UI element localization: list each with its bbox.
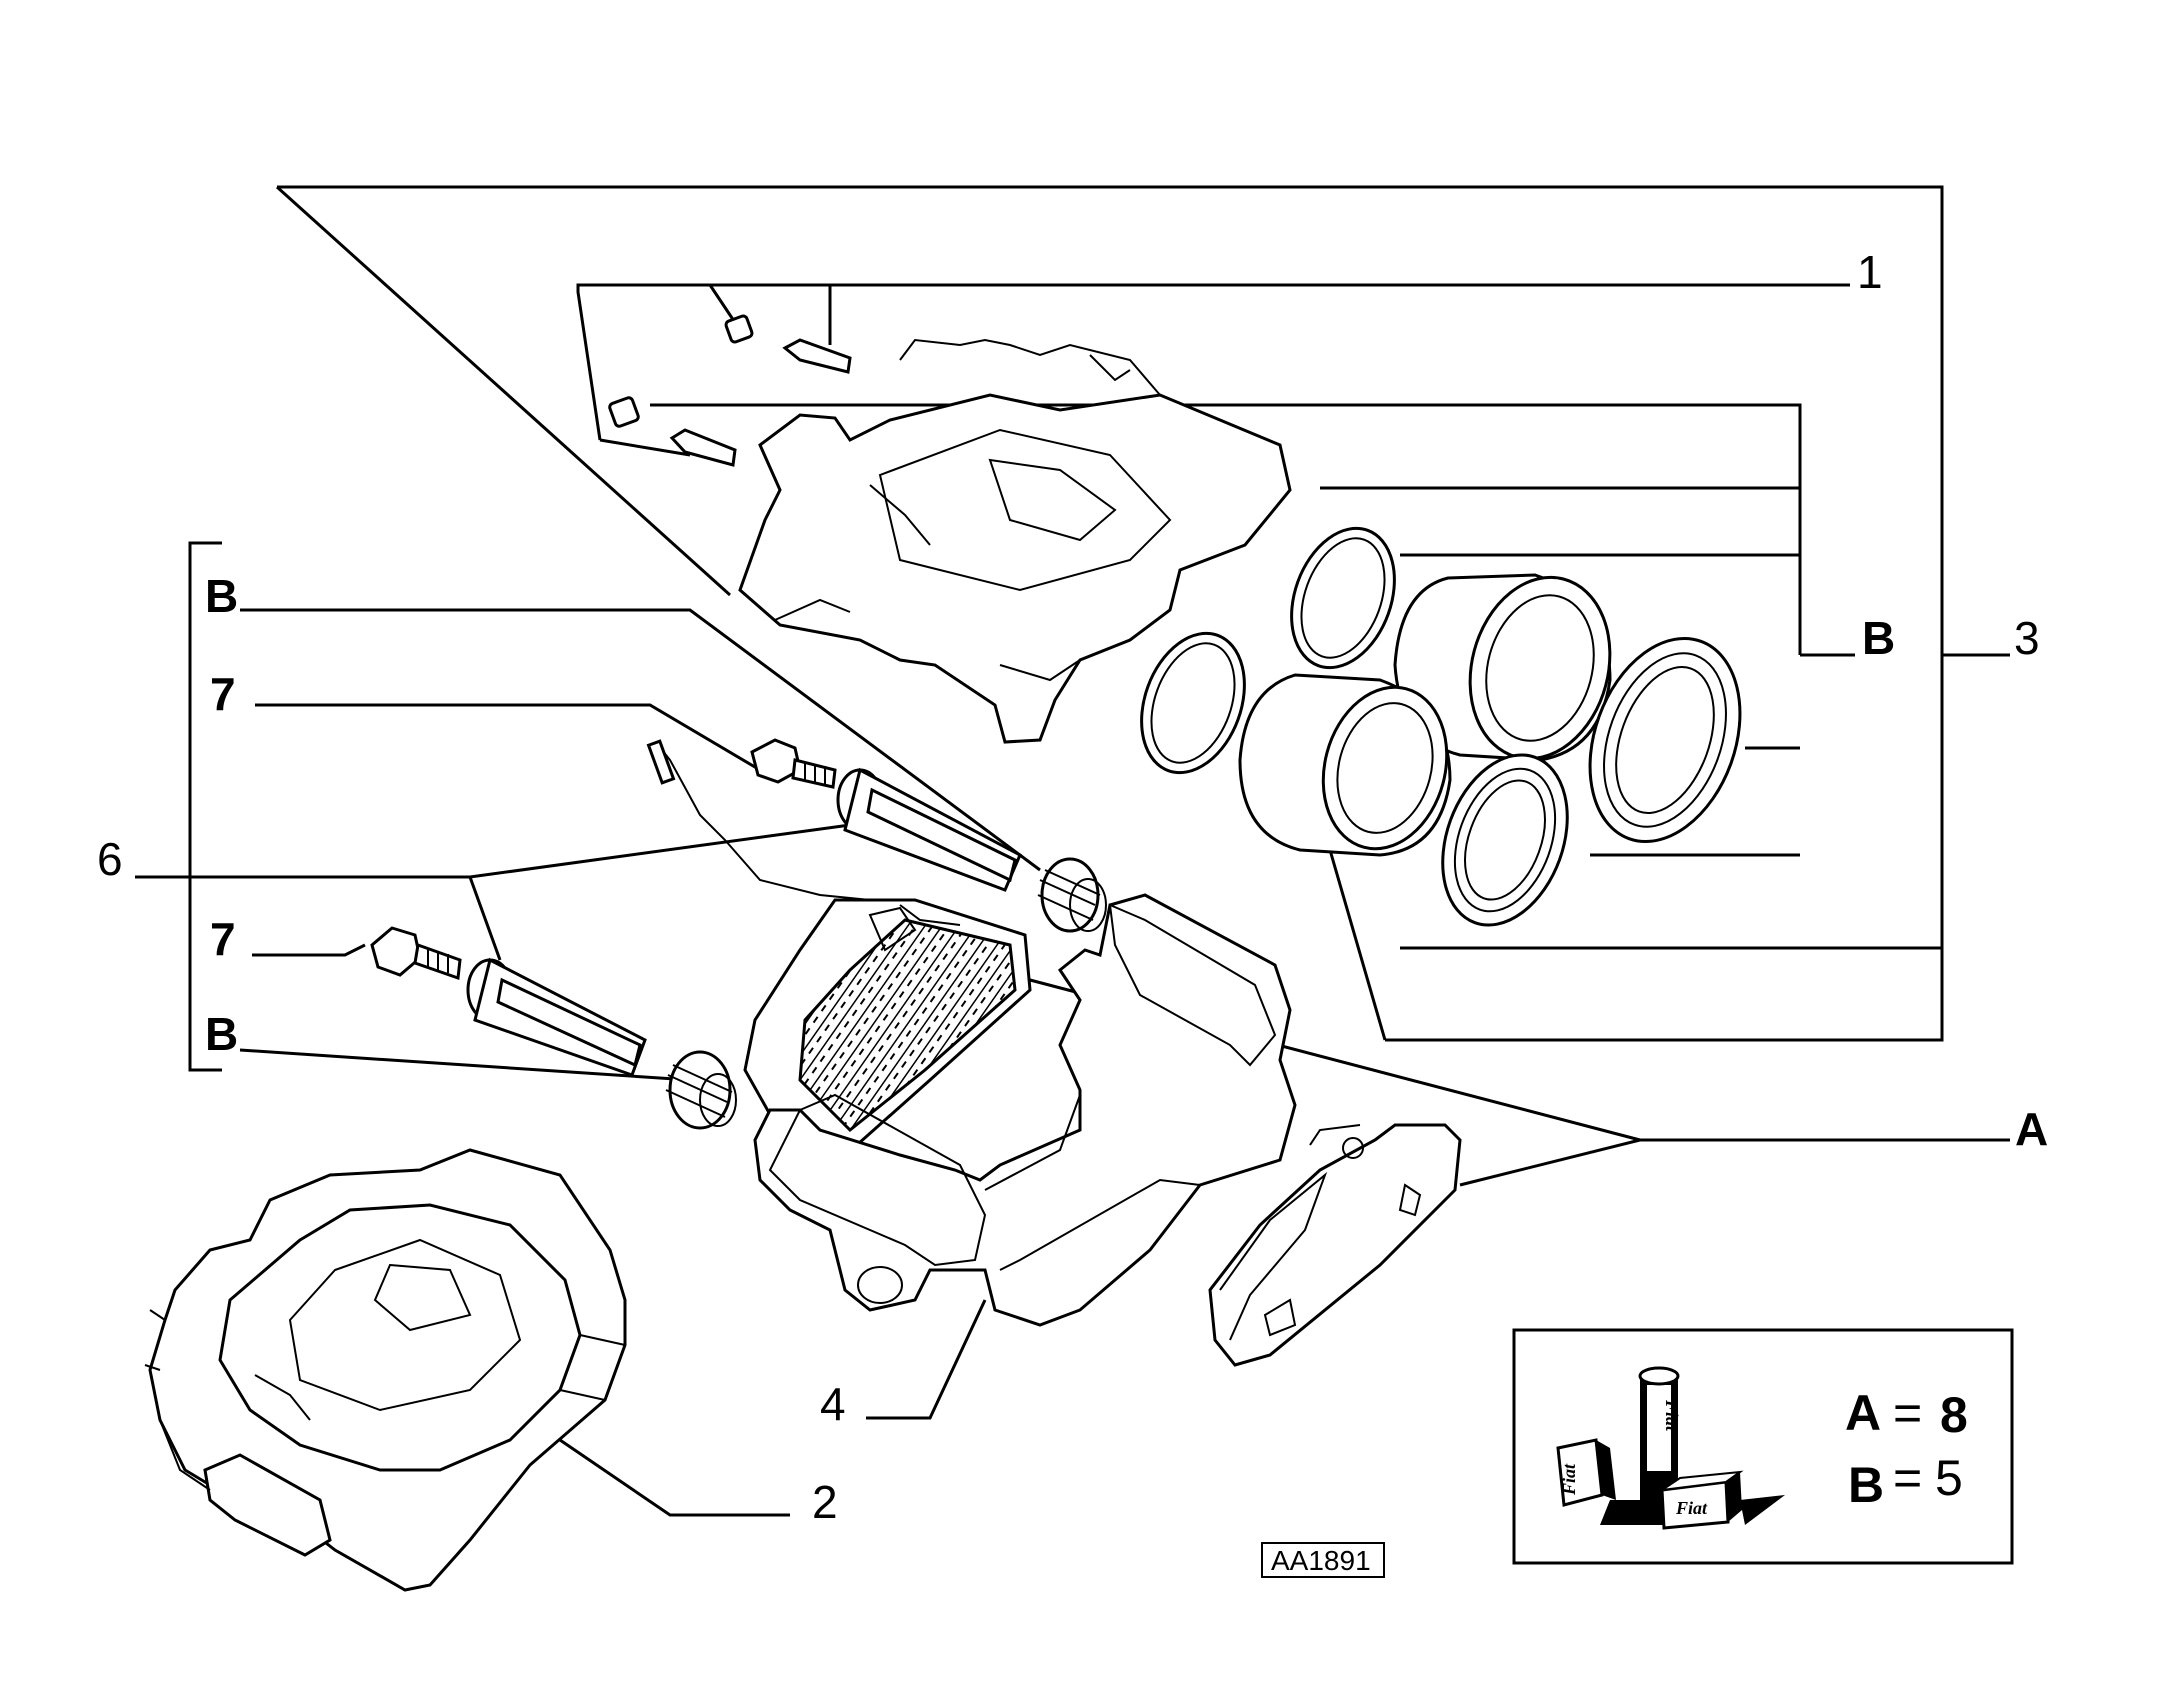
piston-seal-ring-1 [1140, 631, 1246, 775]
reference-code-box: AA1891 [1261, 1542, 1385, 1578]
brake-pad-inner [743, 898, 1032, 1162]
reference-code: AA1891 [1271, 1545, 1371, 1576]
bleed-screw-lower [608, 396, 737, 467]
callout-3: 3 [2014, 612, 2040, 664]
callout-labels: 1 3 B B 7 6 7 B A 4 2 [97, 246, 2048, 1528]
grease-box-right-icon: Fiat [1660, 1470, 1744, 1530]
brand-box-left: Fiat [1559, 1463, 1579, 1496]
legend-a-value: 8 [1940, 1387, 1968, 1443]
callout-b-upper-left: B [205, 570, 238, 622]
grease-box-left-icon: Fiat [1556, 1438, 1616, 1507]
callout-4: 4 [820, 1378, 846, 1430]
guide-pin-boot-upper [1037, 857, 1107, 933]
legend-a-letter: A [1845, 1385, 1881, 1441]
legend-b-equals: = [1893, 1450, 1922, 1506]
callout-7-upper: 7 [210, 668, 236, 720]
caliper-carrier-bracket [753, 893, 1297, 1327]
guide-bolt-lower [370, 926, 462, 981]
dust-boot-small [1441, 753, 1569, 927]
brand-box-right: Fiat [1675, 1498, 1708, 1518]
upper-caliper-housing [738, 338, 1292, 744]
piston-small [1238, 673, 1452, 857]
dust-boot-large [1588, 636, 1742, 844]
legend-b-letter: B [1848, 1457, 1884, 1513]
callout-b-lower-left: B [205, 1008, 238, 1060]
guide-pin-boot-lower [665, 1050, 737, 1130]
pad-wear-sensor [646, 739, 871, 901]
guide-pin-lower [466, 957, 647, 1077]
guide-pin-upper [836, 767, 1022, 892]
piston-large [1393, 573, 1612, 762]
callout-1: 1 [1857, 246, 1883, 298]
piston-seal-ring-2 [1290, 526, 1396, 670]
callout-6: 6 [97, 833, 123, 885]
callout-b-right: B [1862, 612, 1895, 664]
callout-7-lower: 7 [210, 913, 236, 965]
assembled-brake-caliper [144, 1148, 627, 1592]
legend-a-equals: = [1893, 1385, 1922, 1441]
leader-lines [135, 185, 2010, 1517]
guide-bolt-upper [750, 738, 837, 789]
bleed-screw-upper [724, 314, 852, 374]
brake-pad-outer [1208, 1123, 1462, 1367]
brand-tube: Fiat [1662, 1399, 1682, 1432]
lubricant-legend-box: Fiat Fiat Fiat A = 8 B = 5 [1512, 1328, 2014, 1565]
callout-2: 2 [812, 1476, 838, 1528]
callout-a: A [2015, 1103, 2048, 1155]
legend-b-value: 5 [1935, 1450, 1963, 1506]
